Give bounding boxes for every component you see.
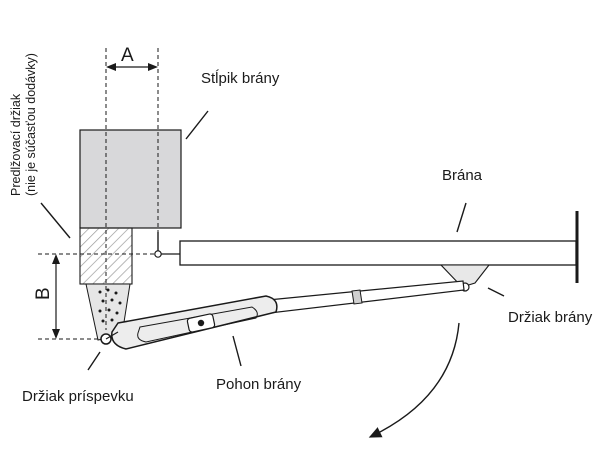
dim-b-label: B (33, 287, 54, 300)
dim-a-label: A (121, 45, 134, 66)
label-gate-operator: Pohon brány (216, 376, 302, 393)
operator-piston-rod (267, 280, 465, 314)
label-extension-bracket-line1: Predlžovací držiak (9, 93, 23, 196)
opening-direction-arrow (368, 322, 460, 438)
operator-rod-collar (351, 289, 363, 305)
leader-gate-bracket (487, 287, 505, 297)
leader-gate (456, 202, 467, 233)
bracket-dots (98, 288, 122, 323)
leader-operator (232, 335, 242, 367)
label-gate: Brána (442, 167, 483, 184)
leader-post-bracket (87, 351, 101, 371)
label-post-bracket: Držiak príspevku (22, 388, 134, 405)
label-gate-post: Stĺpik brány (201, 69, 280, 87)
gate-bracket-plate (439, 264, 491, 288)
leader-extension-bracket (40, 202, 71, 239)
label-gate-bracket: Držiak brány (508, 309, 593, 326)
operator-knob-center (197, 319, 205, 327)
label-extension-bracket-line2: (nie je súčasťou dodávky) (24, 53, 38, 196)
gate-leaf (179, 240, 577, 266)
hinge-pin-end (154, 250, 162, 258)
leader-gate-post (185, 110, 209, 140)
label-extension-bracket: Predlžovací držiak (nie je súčasťou dodá… (9, 53, 38, 196)
gate-post (79, 129, 182, 229)
